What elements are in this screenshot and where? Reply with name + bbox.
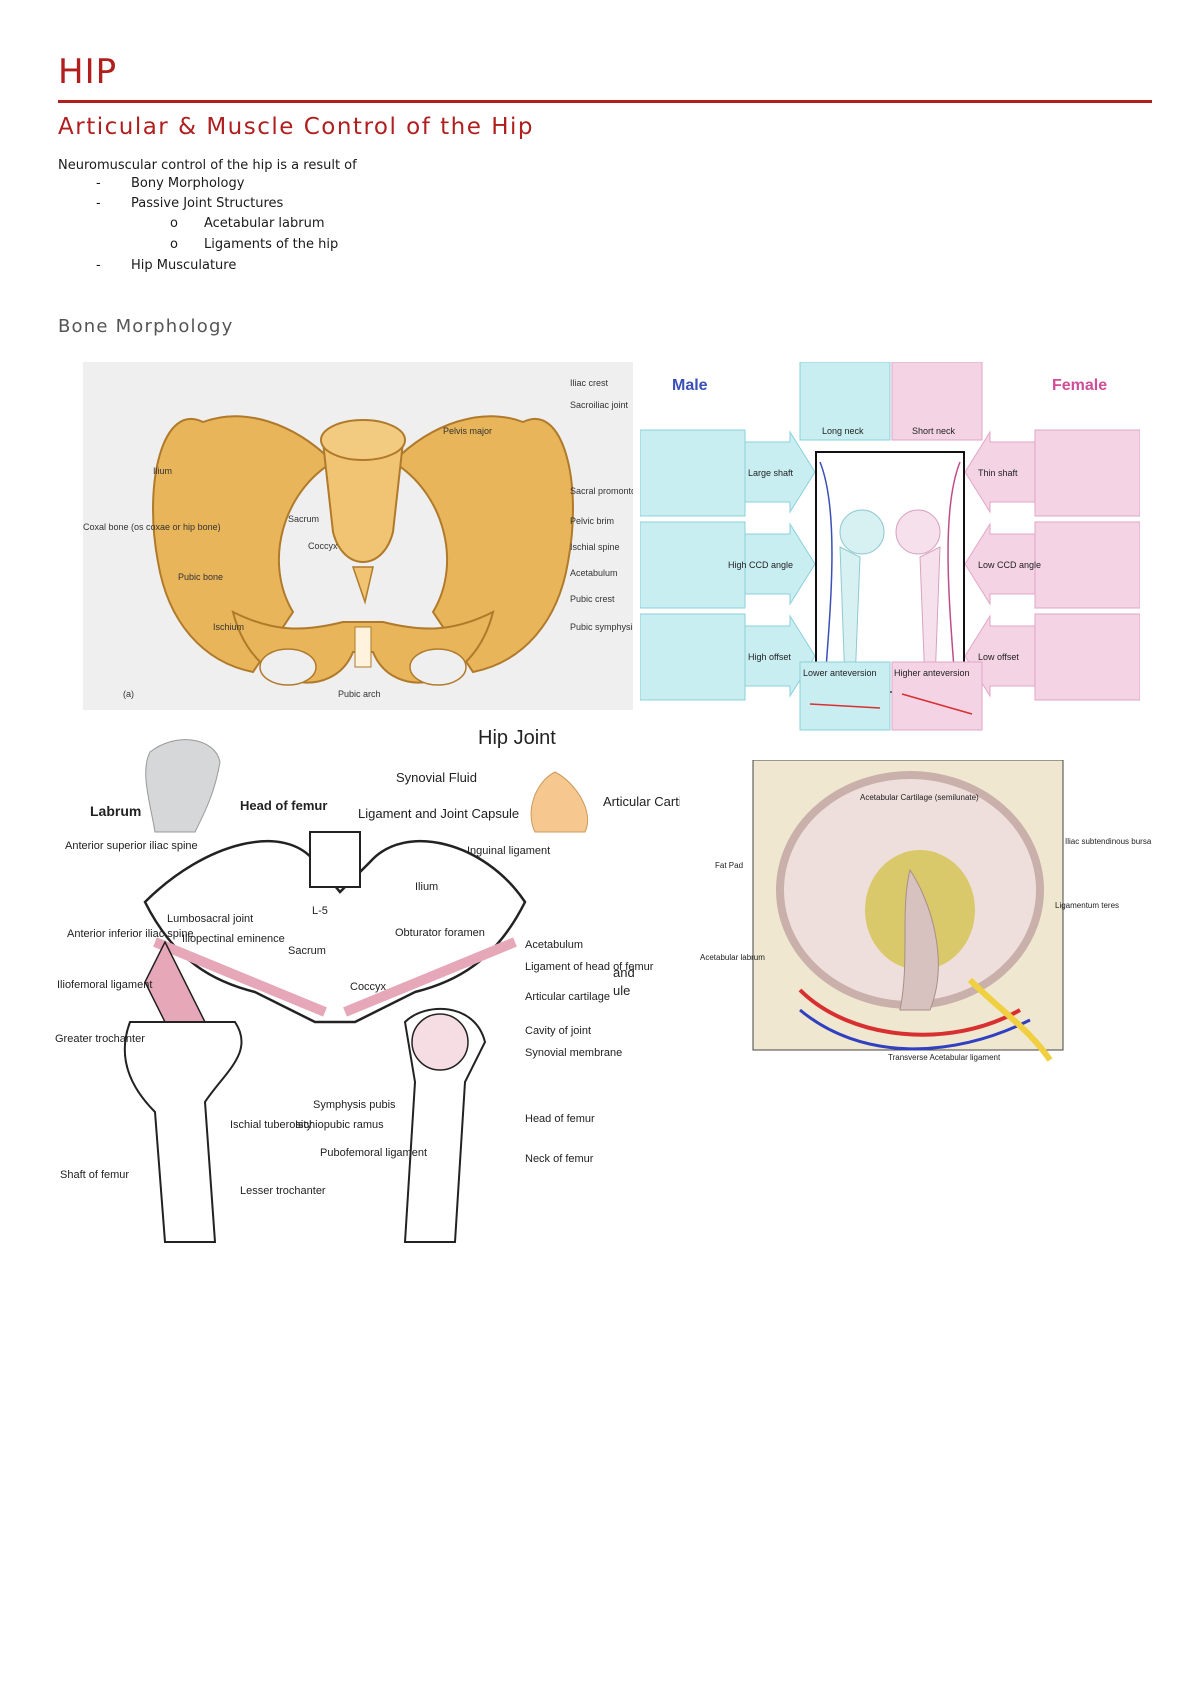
ischiopubic-ramus-label: Ischiopubic ramus (295, 1119, 384, 1131)
long-neck-label: Long neck (822, 426, 864, 436)
iliofemoral-ligament-label: Iliofemoral ligament (57, 979, 152, 991)
obturator-foramen-label: Obturator foramen (395, 927, 485, 939)
low-ccd-label: Low CCD angle (978, 560, 1041, 570)
pelvis-label: Ilium (153, 466, 172, 476)
shaft-of-femur-label: Shaft of femur (60, 1169, 129, 1181)
page-subtitle: Articular & Muscle Control of the Hip (58, 114, 534, 140)
articular-cartilage-label: Articular cartilage (525, 991, 610, 1003)
intro-text: Neuromuscular control of the hip is a re… (58, 158, 357, 173)
pelvis-label: Sacroiliac joint (570, 400, 629, 410)
thin-shaft-label: Thin shaft (978, 468, 1018, 478)
aiis-label: Anterior inferior iliac spine (67, 928, 194, 940)
list-item-label: Passive Joint Structures (131, 196, 284, 211)
bullet-marker: - (96, 176, 101, 191)
title-rule (58, 100, 1152, 103)
pelvis-label: Pubic crest (570, 594, 615, 604)
lower-anteversion-label: Lower anteversion (803, 668, 877, 678)
hip-joint-figure: Hip Joint Labrum Head of femur Synovial … (55, 722, 680, 1250)
fat-pad-label: Fat Pad (715, 861, 743, 870)
hip-joint-title: Hip Joint (478, 727, 556, 749)
acetabulum-label: Acetabulum (525, 939, 583, 951)
asis-label: Anterior superior iliac spine (65, 840, 198, 852)
list-item-label: Hip Musculature (131, 258, 237, 273)
neck-of-femur-label: Neck of femur (525, 1153, 594, 1165)
low-offset-label: Low offset (978, 652, 1019, 662)
symphysis-pubis-label: Symphysis pubis (313, 1099, 396, 1111)
greater-trochanter-label: Greater trochanter (55, 1033, 145, 1045)
list-item-label: Bony Morphology (131, 176, 245, 191)
pelvis-label: Pubic symphysis (570, 622, 633, 632)
coccyx-label: Coccyx (350, 981, 387, 993)
sub-list-item: o Ligaments of the hip (0, 237, 600, 257)
lumbosacral-joint-label: Lumbosacral joint (167, 913, 253, 925)
ligament-head-femur-label: Ligament of head of femur (525, 961, 654, 973)
pelvis-label: Iliac crest (570, 378, 609, 388)
pelvis-label: Coccyx (308, 541, 338, 551)
ligament-capsule-label: Ligament and Joint Capsule (358, 806, 519, 821)
ule-fragment: ule (613, 983, 630, 998)
pelvis-label: Pubic bone (178, 572, 223, 582)
sub-bullet-marker: o (170, 216, 178, 231)
acetabulum-figure: Acetabular Cartilage (semilunate) Iliac … (700, 760, 1160, 1070)
pelvis-label: Acetabulum (570, 568, 618, 578)
list-item: - Passive Joint Structures (0, 196, 600, 216)
large-shaft-label: Large shaft (748, 468, 794, 478)
head-of-femur-top-label: Head of femur (240, 798, 327, 813)
list-item: - Bony Morphology (0, 176, 600, 196)
sub-list-item: o Acetabular labrum (0, 216, 600, 236)
ilium-label: Ilium (415, 881, 438, 893)
higher-anteversion-label: Higher anteversion (894, 668, 970, 678)
female-title: Female (1052, 377, 1107, 394)
page-title: HIP (58, 52, 118, 92)
pelvis-label: Sacrum (288, 514, 319, 524)
male-title: Male (672, 377, 708, 394)
short-neck-label: Short neck (912, 426, 956, 436)
list-item: - Hip Musculature (0, 258, 600, 278)
ligamentum-teres-label: Ligamentum teres (1055, 901, 1119, 910)
synovial-membrane-label: Synovial membrane (525, 1047, 622, 1059)
pelvis-label: Ischium (213, 622, 244, 632)
sex-difference-figure: Male Female Long neck Short neck Large s… (640, 362, 1140, 732)
pelvis-label: Sacral promontory (570, 486, 633, 496)
sacrum-label: Sacrum (288, 945, 326, 957)
section-heading: Bone Morphology (58, 316, 234, 337)
transverse-ligament-label: Transverse Acetabular ligament (888, 1053, 1001, 1062)
and-fragment: and (613, 965, 635, 980)
iliopectinal-eminence-label: Iliopectinal eminence (182, 933, 285, 945)
ischial-tuberosity-label: Ischial tuberosity (230, 1119, 312, 1131)
acetabular-labrum-label: Acetabular labrum (700, 953, 765, 962)
pelvis-label: Coxal bone (os coxae or hip bone) (83, 522, 221, 532)
labrum-label: Labrum (90, 803, 141, 819)
pelvis-label: Pelvic brim (570, 516, 614, 526)
sub-list-item-label: Acetabular labrum (204, 216, 325, 231)
acetabular-cartilage-label: Acetabular Cartilage (semilunate) (860, 793, 979, 802)
high-ccd-label: High CCD angle (728, 560, 793, 570)
cavity-of-joint-label: Cavity of joint (525, 1025, 591, 1037)
pelvis-figure: Iliac crest Sacroiliac joint Pelvis majo… (83, 362, 633, 710)
pelvis-label: Ischial spine (570, 542, 620, 552)
sub-bullet-marker: o (170, 237, 178, 252)
pelvis-panel-letter: (a) (123, 689, 134, 699)
inguinal-ligament-label: Inguinal ligament (467, 845, 550, 857)
pubofemoral-ligament-label: Pubofemoral ligament (320, 1147, 427, 1159)
bullet-marker: - (96, 258, 101, 273)
articular-cartilage-top-label: Articular Cartilage (603, 794, 680, 809)
lesser-trochanter-label: Lesser trochanter (240, 1185, 326, 1197)
pelvis-label: Pubic arch (338, 689, 381, 699)
head-of-femur-label: Head of femur (525, 1113, 595, 1125)
l5-label: L-5 (312, 905, 328, 917)
pelvis-label: Pelvis major (443, 426, 492, 436)
synovial-fluid-label: Synovial Fluid (396, 770, 477, 785)
bullet-marker: - (96, 196, 101, 211)
sub-list-item-label: Ligaments of the hip (204, 237, 339, 252)
iliac-bursa-label: Iliac subtendinous bursa (1065, 837, 1152, 846)
high-offset-label: High offset (748, 652, 791, 662)
